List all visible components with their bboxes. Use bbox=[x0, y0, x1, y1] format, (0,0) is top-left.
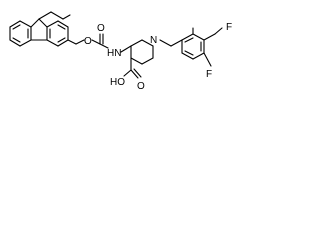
atom-o-acid: O bbox=[137, 81, 145, 92]
atom-o-carbonyl: O bbox=[97, 23, 105, 34]
fmoc-chain bbox=[67, 33, 109, 49]
atom-ho: HO bbox=[110, 77, 125, 88]
fmoc-linker bbox=[38, 11, 71, 20]
benzyl-linker bbox=[159, 39, 183, 47]
atom-o-ester: O bbox=[84, 36, 92, 47]
difluorophenyl-ring bbox=[181, 27, 223, 67]
fluorenyl-group bbox=[9, 18, 69, 47]
piperidine-ring bbox=[120, 39, 154, 65]
atom-f-bottom: F bbox=[206, 69, 212, 80]
chemical-structure: O O HN N HO O bbox=[9, 11, 232, 92]
atom-n-ring: N bbox=[150, 35, 157, 46]
atom-f-top: F bbox=[226, 22, 232, 33]
carboxylic-acid bbox=[123, 57, 142, 79]
atom-nh: HN bbox=[107, 48, 121, 59]
